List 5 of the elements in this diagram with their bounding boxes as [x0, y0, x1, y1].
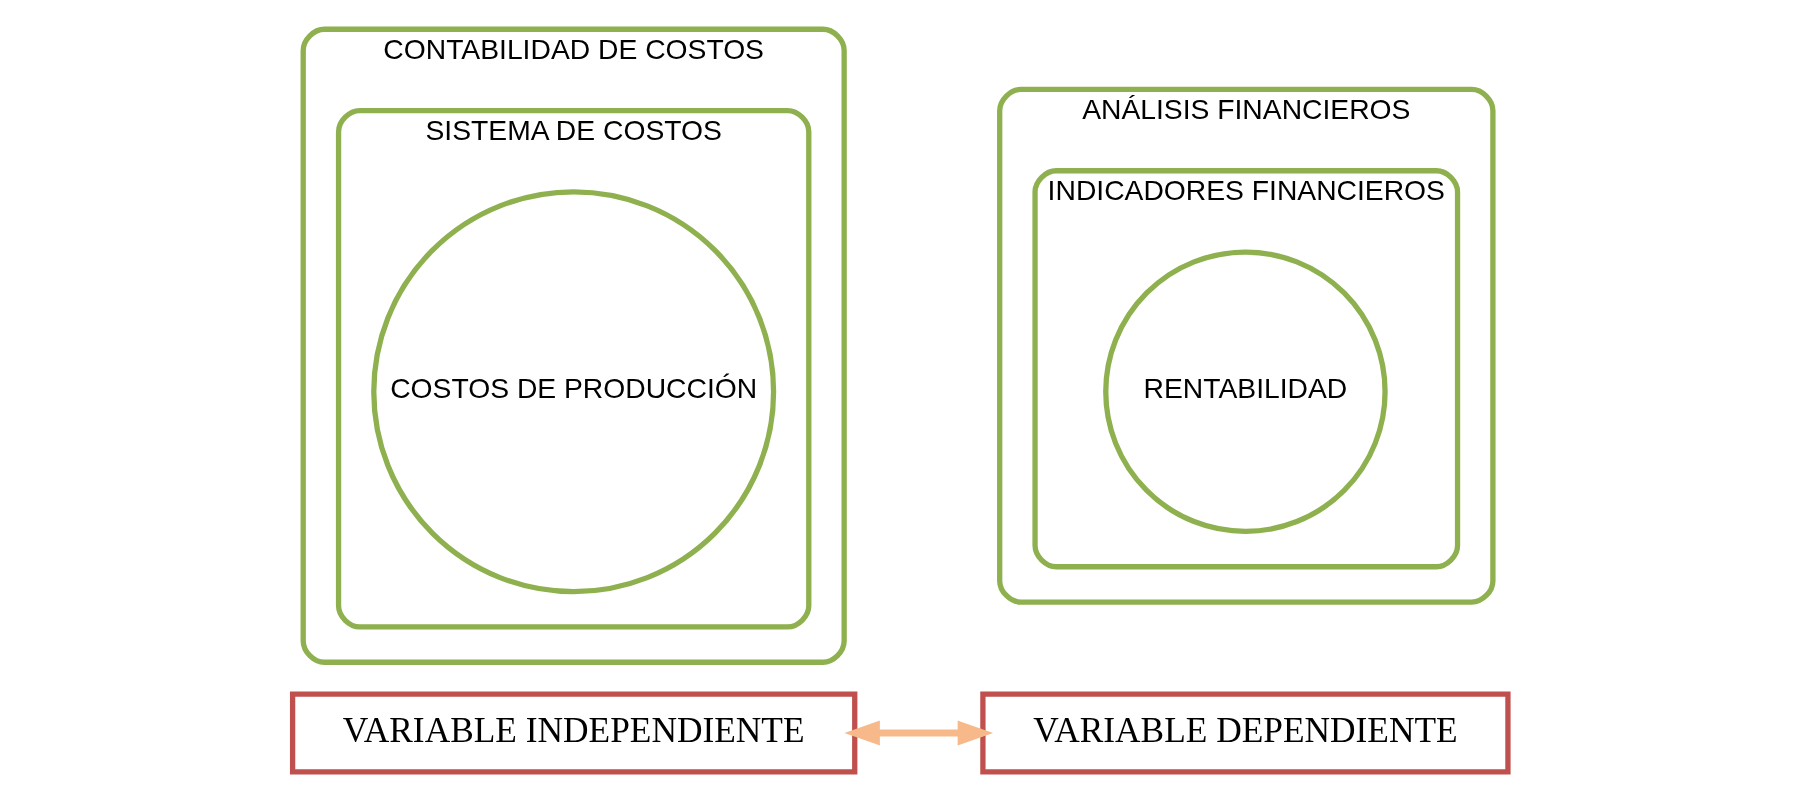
node-circle: COSTOS DE PRODUCCIÓN	[371, 189, 777, 595]
arrow	[844, 720, 994, 746]
node-circle: RENTABILIDAD	[1103, 249, 1388, 535]
node-box: VARIABLE DEPENDIENTE	[980, 691, 1511, 775]
node-box: VARIABLE INDEPENDIENTE	[289, 691, 858, 775]
